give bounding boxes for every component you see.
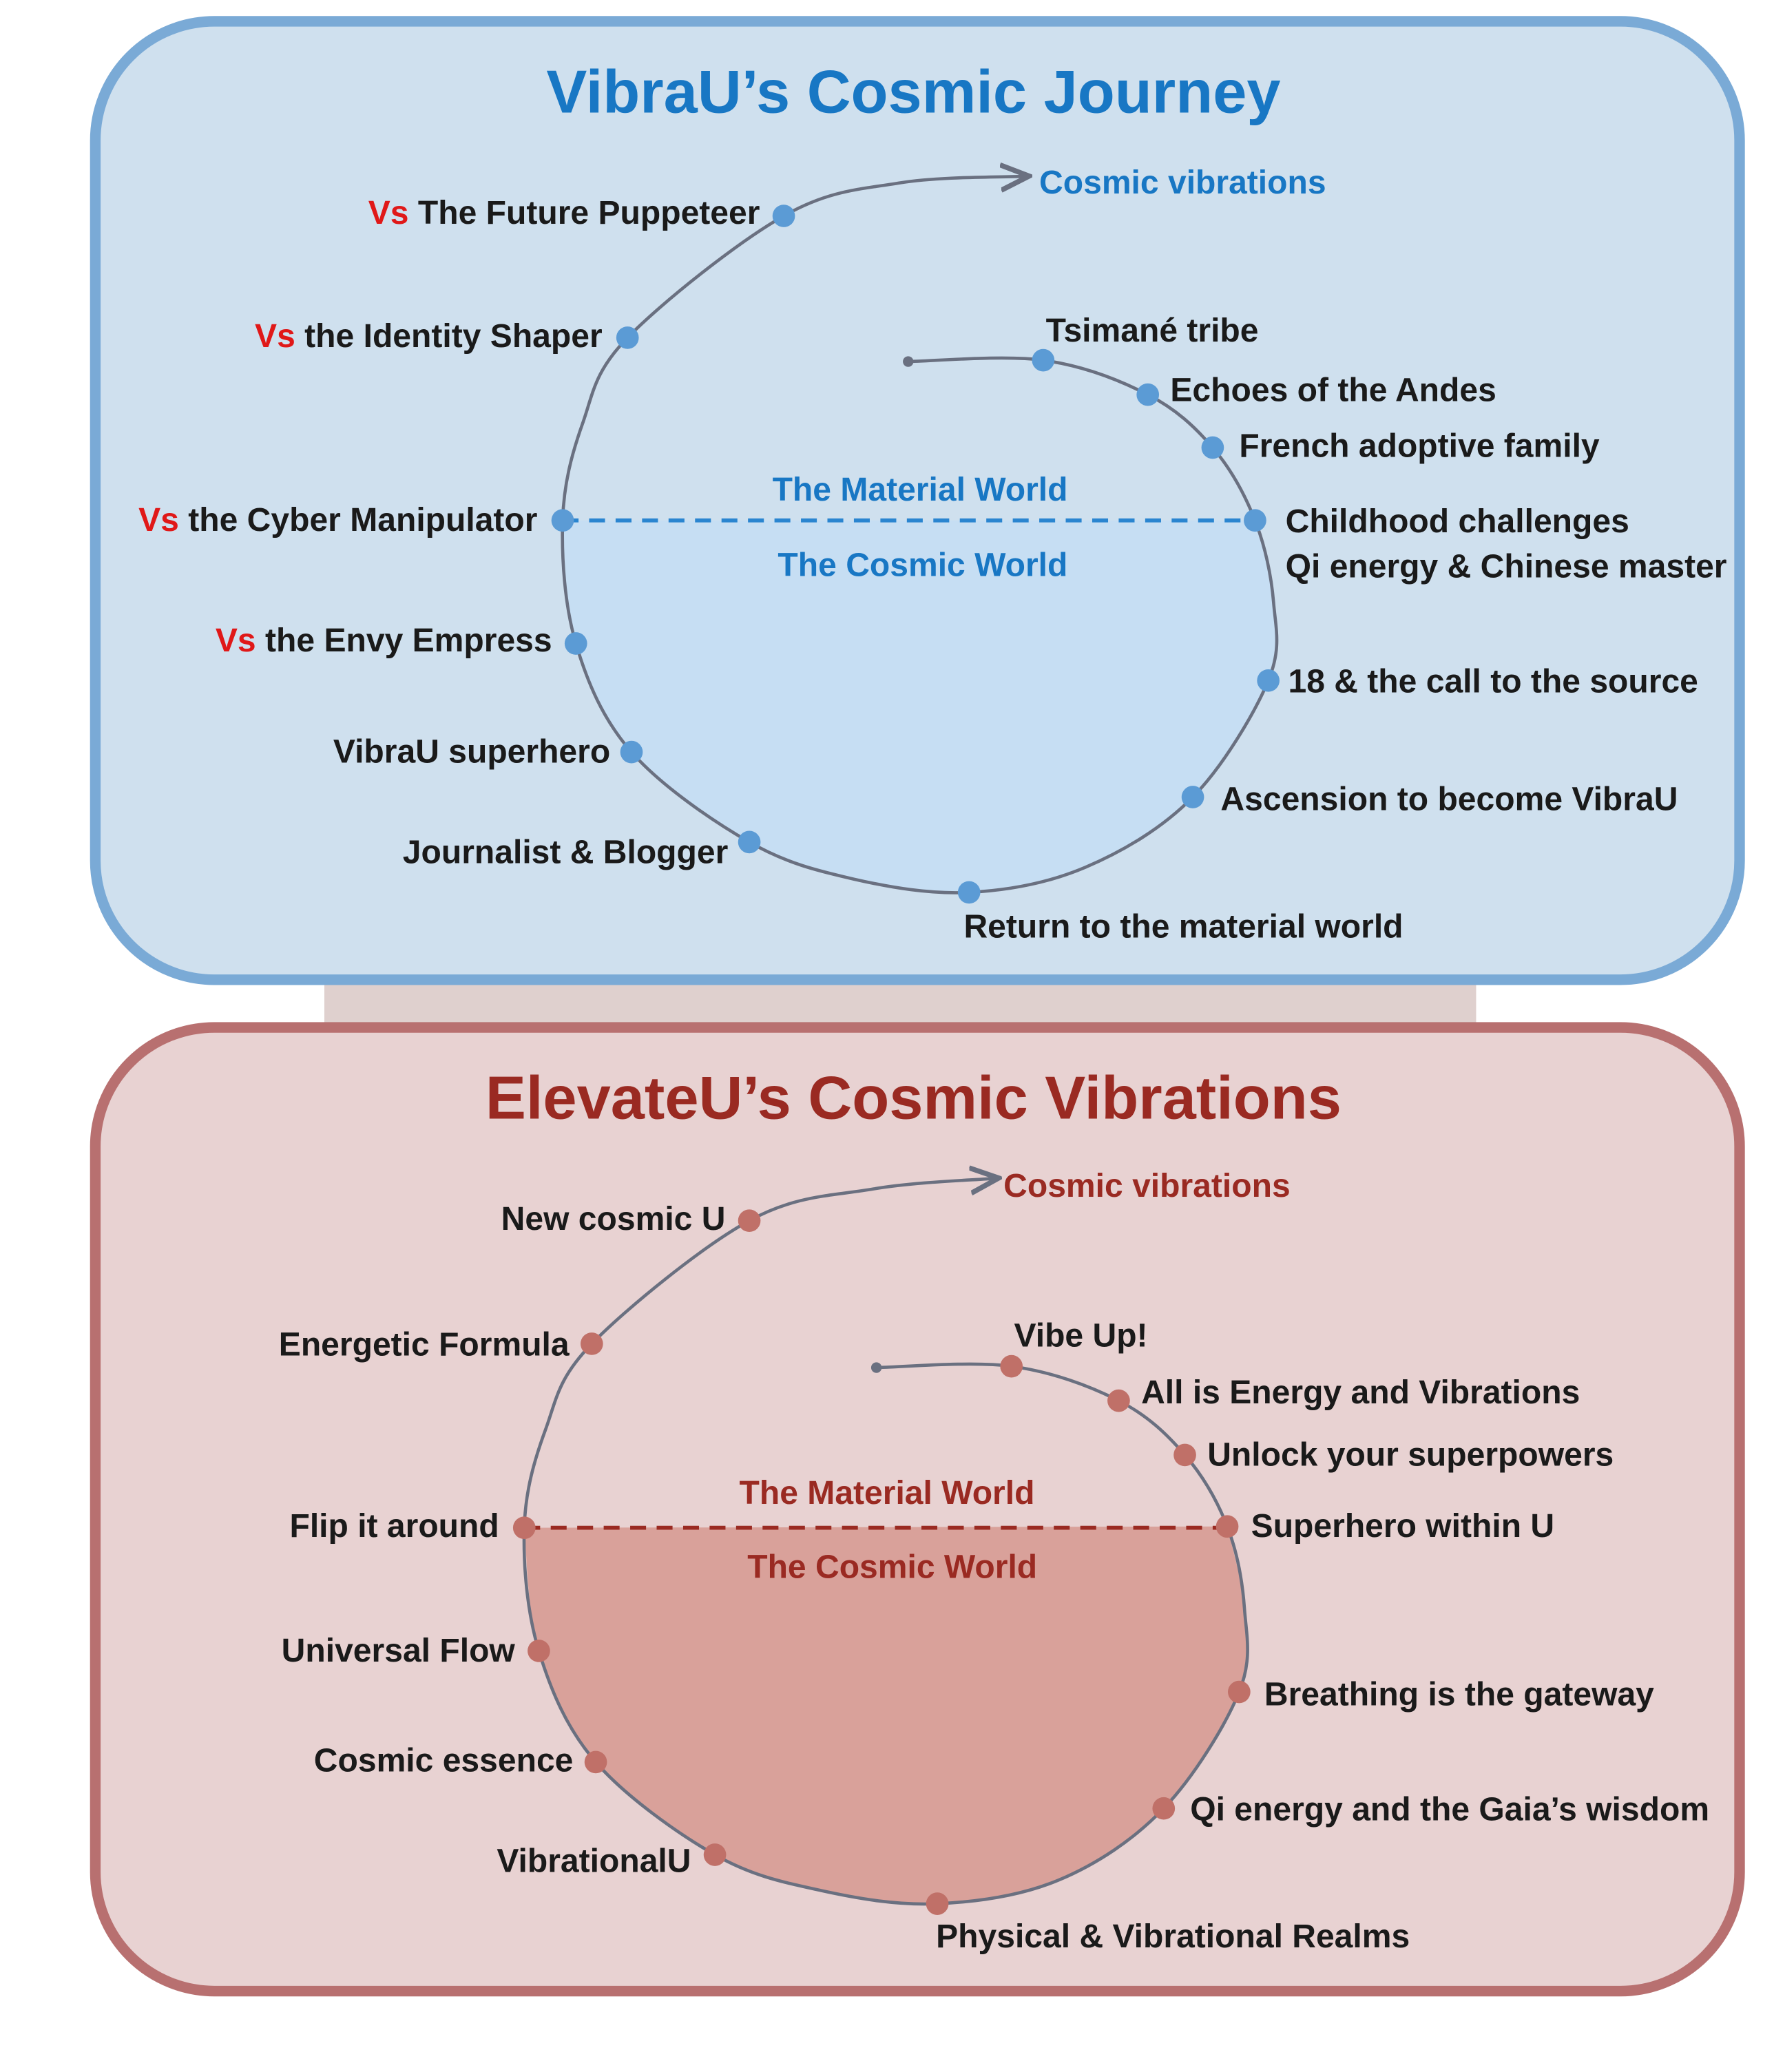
milestone-dot <box>528 1640 550 1662</box>
label-qi: Qi energy & Chinese master <box>1286 548 1727 585</box>
label-superhero-within: Superhero within U <box>1251 1508 1554 1545</box>
cosmic-vibrations-label: Cosmic vibrations <box>1003 1168 1291 1204</box>
cosmic-world-area <box>524 1526 1248 1905</box>
material-world-label: The Material World <box>740 1475 1035 1511</box>
cosmic-world-label: The Cosmic World <box>778 547 1067 583</box>
label-vibrationalu: VibrationalU <box>497 1843 691 1879</box>
milestone-dot <box>564 632 587 655</box>
cosmic-world-area <box>563 520 1277 893</box>
label-new-cosmic-u: New cosmic U <box>501 1201 726 1237</box>
label-realms: Physical & Vibrational Realms <box>936 1918 1410 1955</box>
milestone-dot <box>1107 1389 1130 1412</box>
milestone-dot <box>1000 1354 1023 1378</box>
milestone-dot <box>616 326 639 349</box>
label-vibrau-superhero: VibraU superhero <box>333 734 610 771</box>
label-envy-empress: Vs the Envy Empress <box>216 622 552 659</box>
label-cosmic-essence: Cosmic essence <box>314 1742 574 1779</box>
vibrau-title: VibraU’s Cosmic Journey <box>546 58 1280 126</box>
label-journalist: Journalist & Blogger <box>403 835 729 871</box>
elevateu-panel-bg <box>90 1022 1745 1997</box>
label-identity-shaper: Vs the Identity Shaper <box>255 318 603 355</box>
label-flip: Flip it around <box>289 1508 499 1545</box>
milestone-dot <box>620 740 643 764</box>
milestone-dot <box>512 1516 536 1540</box>
milestone-dot <box>1136 383 1160 406</box>
milestone-dot <box>1257 669 1280 692</box>
milestone-dot <box>580 1332 603 1355</box>
vibrau-panel: VibraU’s Cosmic Journey Cosmic vibration… <box>90 16 1745 985</box>
spiral-start <box>903 356 914 367</box>
milestone-dot <box>738 1209 761 1233</box>
label-call: 18 & the call to the source <box>1288 664 1698 700</box>
label-return: Return to the material world <box>963 908 1403 945</box>
milestone-dot <box>1228 1680 1251 1704</box>
label-all-energy: All is Energy and Vibrations <box>1141 1374 1580 1411</box>
milestone-dot <box>1181 786 1204 808</box>
milestone-dot <box>772 205 795 227</box>
label-energetic-formula: Energetic Formula <box>279 1327 570 1363</box>
milestone-dot <box>1244 509 1266 532</box>
label-gaia: Qi energy and the Gaia’s wisdom <box>1190 1792 1709 1828</box>
material-world-label: The Material World <box>773 472 1068 508</box>
milestone-dot <box>703 1843 727 1866</box>
label-french: French adoptive family <box>1239 428 1600 464</box>
journey-spiral <box>561 176 1279 894</box>
milestone-dot <box>1032 348 1055 372</box>
milestone-dot <box>551 509 574 532</box>
label-future-puppeteer: Vs The Future Puppeteer <box>368 195 760 231</box>
spiral-start <box>870 1362 882 1373</box>
elevateu-title: ElevateU’s Cosmic Vibrations <box>486 1064 1342 1132</box>
label-tsimane: Tsimané tribe <box>1046 313 1259 349</box>
label-unlock: Unlock your superpowers <box>1207 1436 1614 1473</box>
cosmic-vibrations-label: Cosmic vibrations <box>1039 165 1326 201</box>
cosmic-world-label: The Cosmic World <box>747 1549 1037 1586</box>
vibrau-panel-bg <box>90 16 1745 985</box>
label-childhood: Childhood challenges <box>1286 503 1629 540</box>
milestone-dot <box>1152 1797 1176 1820</box>
milestone-dot <box>1173 1443 1196 1467</box>
label-breathing: Breathing is the gateway <box>1264 1676 1654 1713</box>
milestone-dot <box>957 881 981 904</box>
label-andes: Echoes of the Andes <box>1170 373 1496 409</box>
label-cyber-manipulator: Vs the Cyber Manipulator <box>138 502 537 538</box>
label-universal-flow: Universal Flow <box>282 1633 516 1669</box>
label-vibe-up: Vibe Up! <box>1014 1317 1148 1354</box>
milestone-dot <box>738 830 761 854</box>
elevateu-panel: ElevateU’s Cosmic Vibrations Cosmic vibr… <box>90 1022 1745 1997</box>
milestone-dot <box>1201 436 1224 459</box>
label-ascension: Ascension to become VibraU <box>1220 782 1678 818</box>
milestone-dot <box>1215 1515 1239 1538</box>
milestone-dot <box>926 1892 949 1915</box>
milestone-dot <box>584 1750 607 1774</box>
